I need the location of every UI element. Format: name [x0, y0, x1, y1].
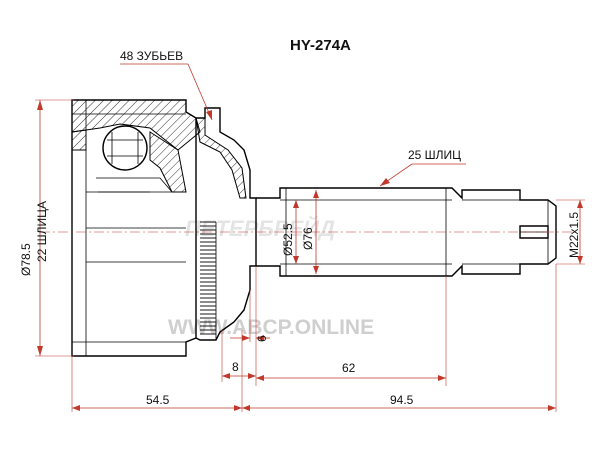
- small-dim-label: 6: [255, 335, 269, 342]
- inner-splines-label: 22 ШЛИЦА: [35, 201, 49, 262]
- d2-label: Ø76: [301, 227, 315, 250]
- splines-label: 25 ШЛИЦ: [408, 148, 461, 162]
- part-number: HY-274A: [290, 37, 351, 54]
- thread-label: M22x1.5: [567, 212, 581, 258]
- thread-dimension: [556, 199, 585, 265]
- outer-diameter-dimension: [35, 99, 74, 357]
- site-watermark: WWW.ABCP.ONLINE: [168, 316, 374, 339]
- ball-cage: [96, 125, 187, 193]
- shaft-length-label: 62: [342, 361, 356, 375]
- brand-watermark: ПЕТЕРБРЕЙД: [185, 215, 335, 241]
- step-label: 8: [232, 360, 239, 374]
- total-right-label: 94.5: [390, 393, 414, 407]
- stub-shaft: [256, 187, 557, 277]
- d1-label: Ø52.5: [281, 223, 295, 256]
- abs-ring: [195, 107, 257, 341]
- teeth-label: 48 ЗУБЬЕВ: [120, 49, 183, 63]
- teeth-callout: [120, 63, 213, 121]
- shaft-diameter-dimensions: [293, 190, 319, 274]
- horizontal-dimensions: [71, 264, 557, 412]
- outer-housing: [71, 99, 201, 357]
- splines-callout: [379, 163, 466, 187]
- outer-diameter-label: Ø78.5: [19, 243, 33, 276]
- housing-length-label: 54.5: [146, 393, 170, 407]
